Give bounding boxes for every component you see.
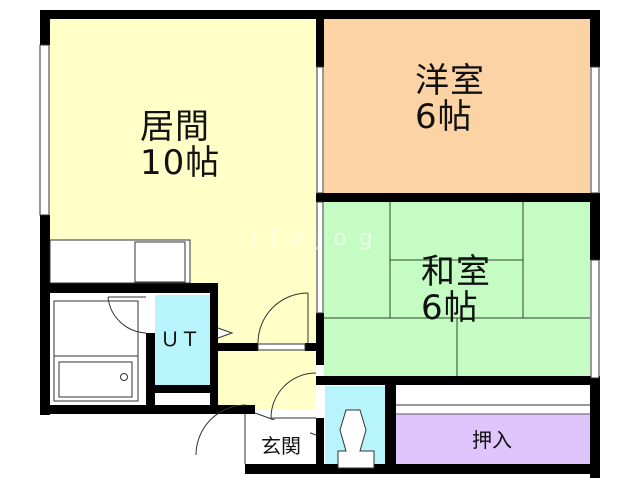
ut-label: ＵＴ — [160, 327, 200, 351]
walls — [40, 10, 600, 478]
windows — [39, 44, 600, 379]
drain — [120, 373, 128, 381]
tatami-lines — [324, 202, 590, 376]
window-center-lower — [316, 201, 324, 314]
japanese-room-label: 和室 6帖 — [421, 252, 491, 328]
western-room-label: 洋室 6帖 — [415, 61, 485, 137]
bath-door-swing — [107, 296, 147, 334]
living-room-label: 居間 10帖 — [140, 107, 221, 183]
western-room-size: 6帖 — [415, 96, 473, 137]
closet-shelf — [396, 385, 590, 415]
living-room-area — [50, 18, 316, 240]
window-right-upper — [590, 66, 600, 194]
ut-area — [155, 295, 210, 385]
closet-area — [396, 414, 590, 468]
toilet-icon — [337, 409, 375, 469]
watermark: ifojog — [252, 226, 385, 251]
bathroom — [50, 293, 147, 405]
window-left — [39, 44, 50, 216]
living-room-lower — [190, 240, 316, 285]
sink — [134, 241, 186, 283]
western-room-name: 洋室 — [415, 61, 485, 101]
western-room-area — [324, 18, 590, 193]
door-swings — [195, 292, 317, 464]
bathtub — [58, 361, 133, 398]
entrance-floor — [254, 420, 310, 464]
entrance-label: 玄関 — [261, 434, 301, 458]
window-center-upper — [316, 66, 324, 194]
closet-label: 押入 — [472, 428, 512, 452]
japanese-room-size: 6帖 — [421, 287, 479, 328]
living-room-name: 居間 — [140, 107, 210, 147]
japanese-room-name: 和室 — [421, 252, 491, 292]
ut-shelf — [155, 393, 210, 405]
window-right-lower — [590, 259, 600, 379]
living-room-size: 10帖 — [140, 142, 221, 183]
kitchen-counter — [49, 239, 191, 284]
